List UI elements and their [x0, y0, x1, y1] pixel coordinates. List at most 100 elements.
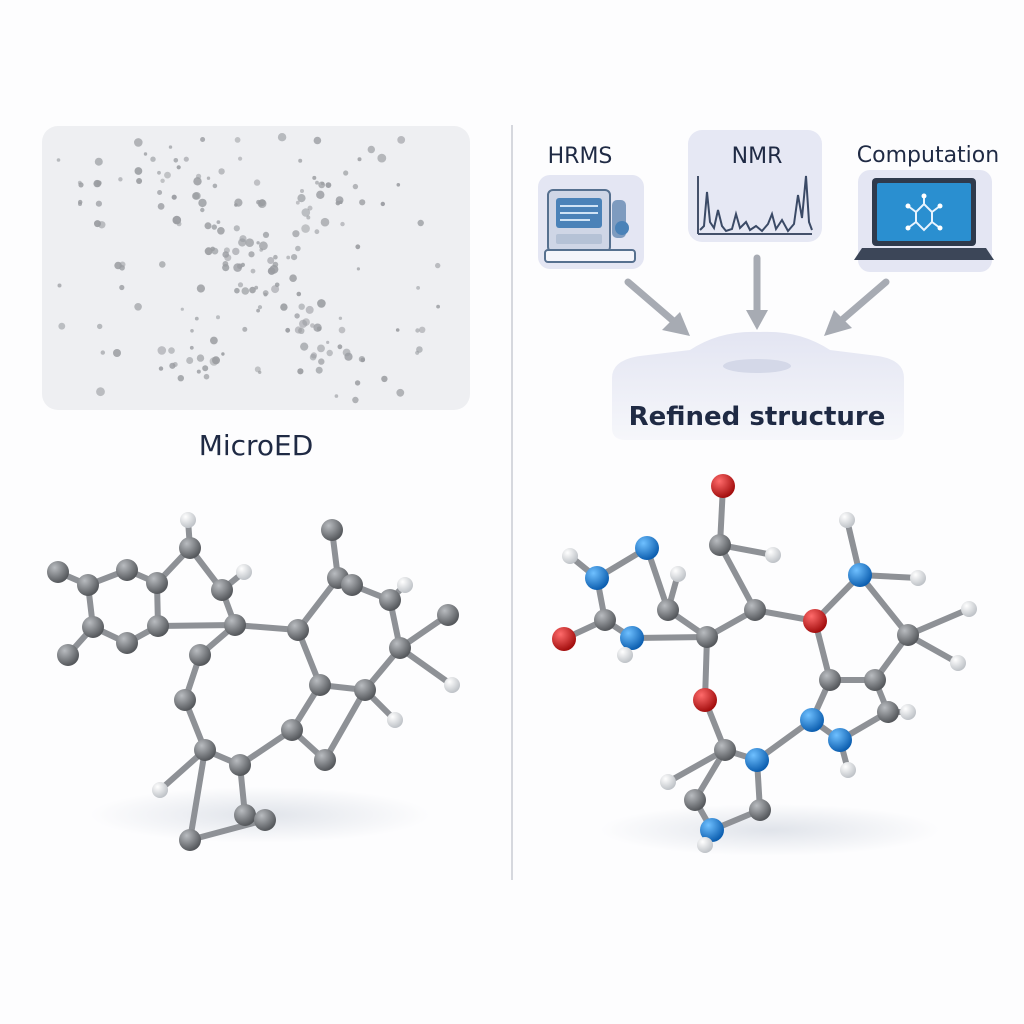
diffraction-spot [168, 347, 175, 354]
diffraction-spot [204, 222, 212, 230]
bond [187, 817, 268, 843]
diffraction-spot [273, 254, 278, 260]
diffraction-spot [203, 373, 210, 380]
carbon-atom [321, 519, 343, 541]
diffraction-spot [352, 396, 359, 404]
refined-molecule-model [552, 474, 977, 853]
diffraction-spot [381, 375, 388, 383]
diffraction-spot [217, 227, 225, 235]
carbon-atom [82, 616, 104, 638]
hydrogen-atom [236, 564, 252, 580]
diffraction-spot [415, 328, 420, 333]
diffraction-spot [277, 133, 287, 142]
hydrogen-atom [387, 712, 403, 728]
diffraction-spot [239, 235, 247, 243]
diffraction-spot [157, 203, 165, 210]
diffraction-spot [218, 168, 225, 175]
diffraction-spot [355, 244, 361, 250]
diffraction-spot [314, 229, 320, 235]
diffraction-spot [254, 366, 261, 373]
hydrogen-atom [765, 547, 781, 563]
diffraction-spot [248, 251, 255, 258]
diffraction-spot [338, 316, 343, 320]
carbon-atom [897, 624, 919, 646]
diffraction-spot [343, 170, 349, 176]
diffraction-spot [173, 158, 179, 163]
hydrogen-atom [697, 837, 713, 853]
carbon-atom [224, 614, 246, 636]
diffraction-spot [256, 308, 260, 313]
diffraction-spot [200, 137, 206, 142]
diffraction-spot [302, 318, 310, 326]
diffraction-spot [193, 177, 202, 186]
nitrogen-atom [585, 566, 609, 590]
diffraction-spot [222, 264, 230, 272]
diffraction-spot [183, 156, 189, 162]
diffraction-spot [301, 224, 310, 233]
oxygen-atom [693, 688, 717, 712]
diffraction-spot [367, 145, 375, 154]
carbon-atom [189, 644, 211, 666]
diffraction-spot [177, 375, 184, 382]
diffraction-spot [216, 315, 220, 320]
carbon-atom [594, 609, 616, 631]
carbon-atom [819, 669, 841, 691]
diffraction-spot [202, 365, 209, 372]
diffraction-spot [358, 356, 365, 363]
diffraction-spot [326, 340, 330, 344]
diffraction-spot [272, 261, 279, 268]
bond [857, 572, 911, 638]
diffraction-spot [164, 171, 171, 179]
diffraction-spot [190, 329, 194, 333]
refined-structure-plate: Refined structure [612, 331, 904, 440]
diffraction-spot [159, 261, 166, 268]
diffraction-spot [198, 198, 207, 208]
diffraction-spot [113, 349, 121, 357]
diffraction-spot [294, 313, 300, 319]
diffraction-spot [96, 180, 102, 186]
diffraction-spot [280, 303, 288, 311]
diffraction-spot [232, 247, 240, 256]
nitrogen-atom [620, 626, 644, 650]
nitrogen-atom [745, 748, 769, 772]
diffraction-spot [172, 362, 178, 367]
diffraction-spot [419, 326, 426, 333]
diffraction-spot [342, 348, 351, 357]
diffraction-spot [416, 286, 420, 290]
carbon-atom [179, 537, 201, 559]
carbon-atom [314, 749, 336, 771]
diffraction-spot [417, 219, 424, 227]
hydrogen-atom [660, 774, 676, 790]
diffraction-spot [143, 152, 148, 156]
diffraction-spot [204, 247, 213, 256]
carbon-atom [174, 689, 196, 711]
diffraction-spot [298, 303, 305, 310]
diffraction-spot [274, 282, 280, 288]
hrms-input: HRMS [538, 144, 644, 269]
computation-arrow [824, 278, 890, 336]
computation-label: Computation [857, 143, 999, 168]
diffraction-spot [318, 181, 326, 189]
diffraction-spot [295, 245, 301, 252]
diffraction-spot [262, 290, 269, 296]
diffraction-spot [234, 137, 241, 143]
diffraction-spot [186, 357, 194, 364]
diffraction-spot [196, 284, 205, 293]
diffraction-spot [297, 194, 306, 203]
hrms-arrow [624, 278, 690, 336]
carbon-atom [709, 534, 731, 556]
diffraction-spot [256, 241, 260, 245]
diffraction-spot [194, 316, 199, 321]
oxygen-atom [552, 627, 576, 651]
diffraction-spot [357, 157, 362, 162]
nitrogen-atom [635, 536, 659, 560]
diffraction-spot [312, 175, 317, 180]
diffraction-spot [250, 268, 256, 274]
carbon-atom [354, 679, 376, 701]
bond [187, 747, 208, 843]
diffraction-spot [245, 238, 254, 247]
diffraction-spot [300, 342, 309, 351]
diffraction-spot [318, 358, 325, 365]
diffraction-spot [315, 180, 319, 185]
carbon-atom [389, 637, 411, 659]
